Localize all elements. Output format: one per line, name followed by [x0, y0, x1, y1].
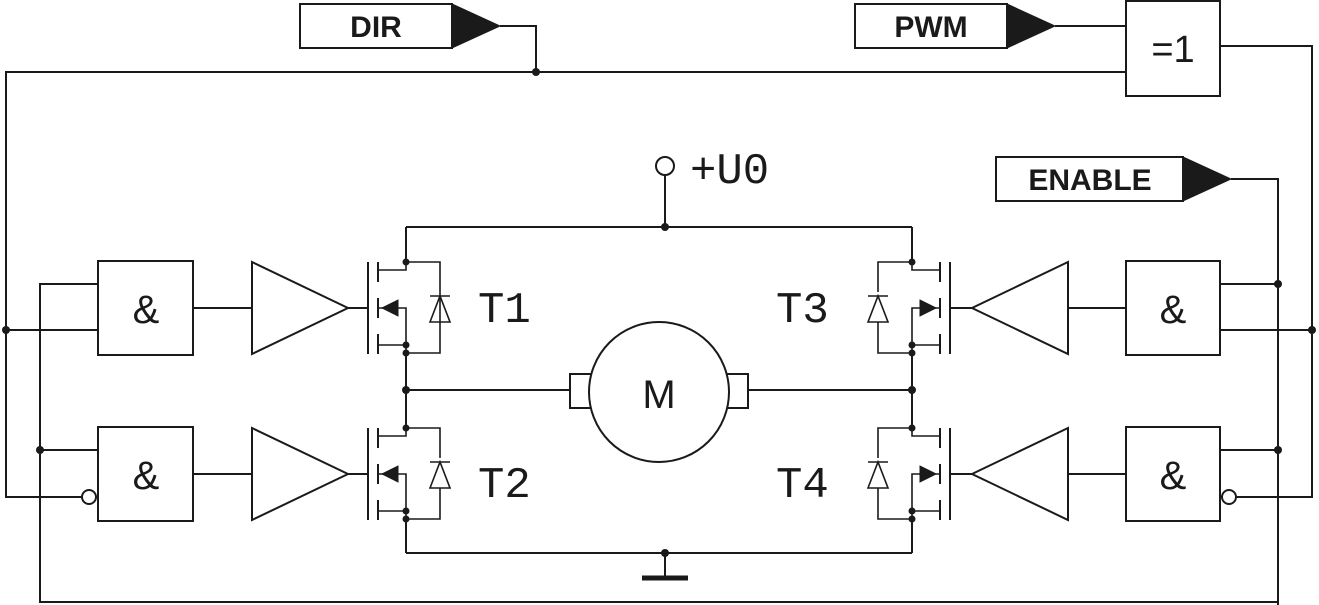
mosfet-t4: T4 — [776, 424, 951, 523]
svg-text:&: & — [1160, 454, 1187, 498]
pwm-label: PWM — [894, 11, 967, 44]
driver-t1 — [251, 260, 351, 356]
t2-label: T2 — [478, 461, 531, 511]
and-gate-bottom-right: & — [1125, 426, 1237, 522]
mosfet-t2: T2 — [367, 424, 531, 523]
enable-label: ENABLE — [1028, 164, 1151, 197]
right-half-bridge — [748, 227, 916, 553]
t4-label: T4 — [776, 461, 829, 511]
left-half-bridge — [402, 227, 570, 553]
driver-t2 — [251, 426, 351, 522]
svg-text:&: & — [133, 454, 160, 498]
svg-text:&: & — [133, 288, 160, 332]
driver-buffers — [193, 260, 1126, 522]
pwm-input-flag: PWM — [854, 3, 1057, 49]
xor-gate: =1 — [1125, 0, 1221, 97]
and-gate-bottom-left: & — [81, 426, 194, 522]
mosfet-t1: T1 — [367, 258, 531, 357]
enable-input-flag: ENABLE — [995, 156, 1233, 202]
logic-wiring — [2, 25, 1316, 605]
inverter-bubble — [1221, 489, 1237, 505]
t1-label: T1 — [478, 286, 531, 336]
driver-t3 — [969, 260, 1069, 356]
dir-input-flag: DIR — [299, 3, 502, 49]
supply-terminal — [655, 156, 675, 176]
inverter-bubble — [81, 489, 97, 505]
and-gate-top-left: & — [97, 260, 194, 356]
driver-t4 — [969, 426, 1069, 522]
t3-label: T3 — [776, 286, 829, 336]
mosfet-t3: T3 — [776, 258, 951, 357]
xor-label: =1 — [1151, 29, 1194, 71]
supply-label: +U0 — [690, 147, 769, 197]
dir-label: DIR — [350, 11, 402, 44]
motor: M — [569, 321, 749, 463]
and-gate-top-right: & — [1125, 260, 1221, 356]
motor-label: M — [642, 373, 675, 417]
svg-text:&: & — [1160, 288, 1187, 332]
power-rails: +U0 — [406, 147, 912, 581]
